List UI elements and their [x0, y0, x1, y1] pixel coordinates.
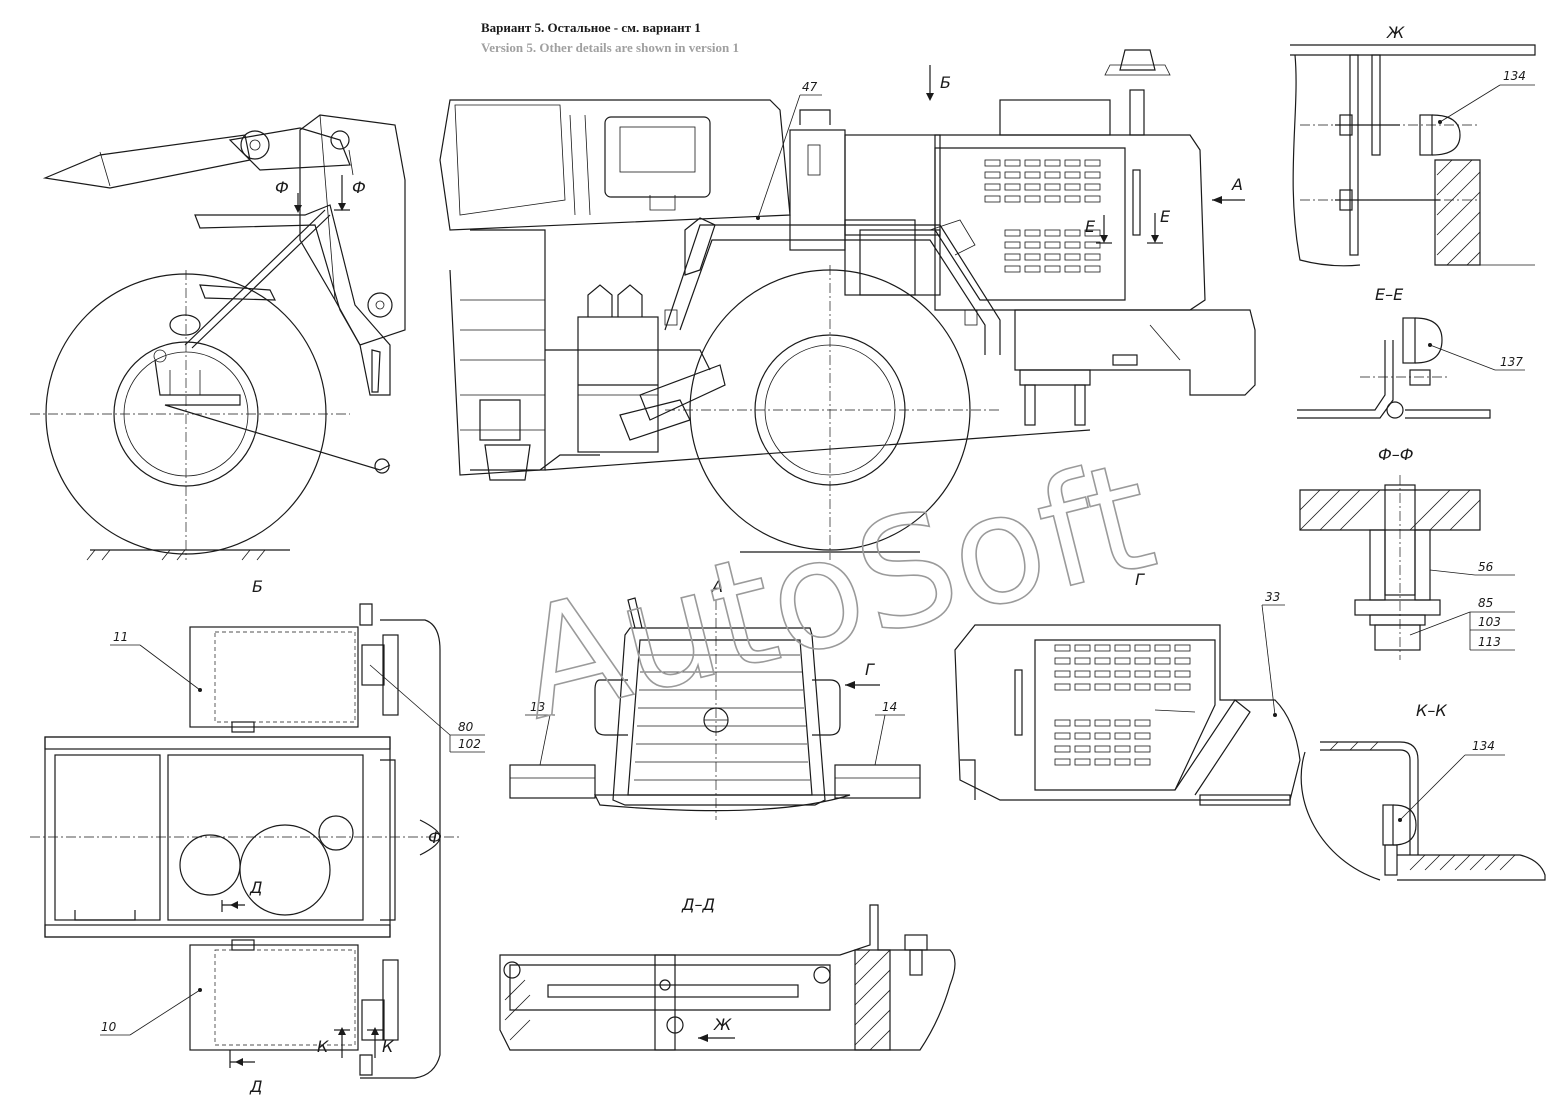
section-mark-k-left: К — [317, 1037, 329, 1056]
section-k-k: К–К 134 — [1300, 701, 1546, 881]
section-label-d-d: Д–Д — [681, 895, 715, 914]
callout-134-zh: 134 — [1503, 69, 1526, 83]
callout-11: 11 — [113, 630, 128, 644]
callout-85: 85 — [1478, 596, 1493, 610]
view-b-plan: Б Ф — [30, 577, 485, 1096]
section-mark-d-bottom: Д — [249, 1077, 263, 1096]
callout-47: 47 — [802, 80, 818, 94]
callout-80: 80 — [458, 720, 474, 734]
view-label-g: Г — [1135, 570, 1145, 589]
view-arrow-zh: Ж — [713, 1015, 732, 1034]
callout-14: 14 — [882, 700, 897, 714]
callout-102: 102 — [458, 737, 481, 751]
view-a-rear: А Г — [509, 577, 921, 820]
section-d-d: Д–Д Ж — [499, 895, 956, 1051]
callout-56: 56 — [1478, 560, 1494, 574]
section-mark-f-right: Ф — [352, 178, 366, 197]
view-label-b: Б — [252, 577, 263, 596]
callout-10: 10 — [101, 1020, 117, 1034]
diameter-symbol: Ф — [428, 828, 442, 847]
view-arrow-g: Г — [865, 660, 875, 679]
view-zh: Ж 134 — [1290, 23, 1536, 267]
view-arrow-b: Б — [940, 73, 951, 92]
watermark: AutoSoft — [501, 428, 1170, 754]
view-arrow-a: А — [1231, 175, 1243, 194]
g-grille-slots — [1054, 644, 1191, 766]
title-english: Version 5. Other details are shown in ve… — [481, 40, 739, 55]
section-e-e: Е–Е 137 — [1297, 285, 1525, 419]
callout-103: 103 — [1478, 615, 1501, 629]
section-f-f: Ф–Ф 56 85 103 113 — [1299, 445, 1515, 660]
callout-113: 113 — [1478, 635, 1501, 649]
section-mark-e-right: Е — [1160, 207, 1171, 226]
section-label-k-k: К–К — [1416, 701, 1447, 720]
main-side-view: Ф Ф — [30, 49, 1256, 561]
view-label-zh: Ж — [1386, 23, 1405, 42]
section-mark-e-left: Е — [1085, 217, 1096, 236]
section-mark-f-left: Ф — [275, 178, 289, 197]
callout-134-kk: 134 — [1472, 739, 1495, 753]
view-g: Г 33 — [954, 570, 1301, 806]
rear-grille-bars — [634, 654, 810, 781]
grille-slots — [984, 159, 1101, 273]
watermark-text: AutoSoft — [502, 429, 1169, 754]
section-mark-k-right: К — [382, 1037, 394, 1056]
section-label-f-f: Ф–Ф — [1378, 445, 1414, 464]
section-label-e-e: Е–Е — [1375, 285, 1404, 304]
section-mark-d-top: Д — [249, 878, 263, 897]
callout-137: 137 — [1500, 355, 1523, 369]
callout-13: 13 — [530, 700, 545, 714]
view-label-a: А — [711, 577, 723, 596]
title-russian: Вариант 5. Остальное - см. вариант 1 — [481, 20, 701, 35]
callout-33: 33 — [1265, 590, 1280, 604]
